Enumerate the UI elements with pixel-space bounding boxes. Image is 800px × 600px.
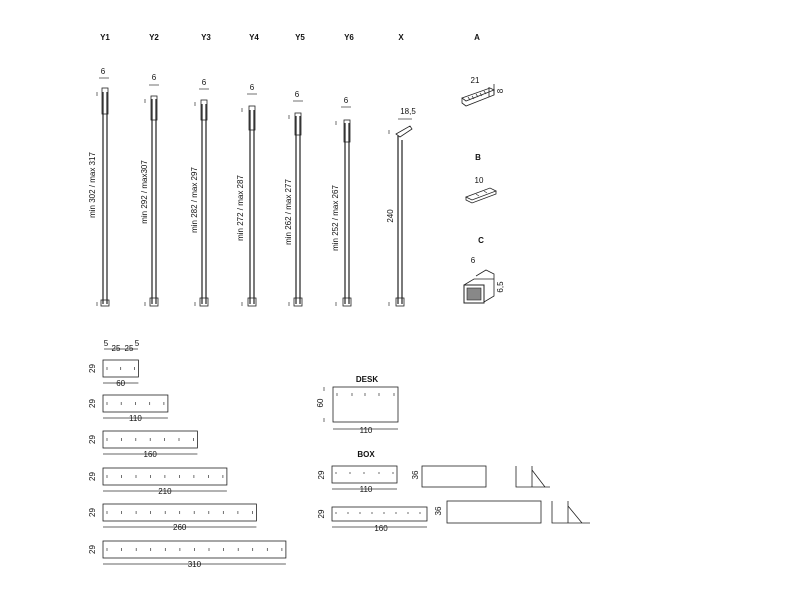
shelf-board (102, 540, 287, 559)
detail-dim: 25 (125, 344, 134, 353)
accessory-width-dim: 6 (471, 256, 476, 265)
shelf-detail-dims: 5 25 25 5 (104, 339, 140, 353)
post-y5: Y5 6 min 262 / max 277 (284, 33, 305, 307)
shelf-row: 29 210 (88, 467, 228, 496)
post-y3: Y3 6 min 282 / max 297 (190, 33, 211, 307)
accessory-label: A (474, 33, 480, 42)
shelf-row: 29 310 (88, 540, 287, 569)
post-label: Y4 (249, 33, 259, 42)
shelf-row: 29 110 (88, 394, 169, 423)
post-range: min 272 / max 287 (236, 175, 245, 241)
box-height-dim: 36 (434, 506, 443, 515)
shelf-depth-dim: 29 (88, 435, 97, 444)
accessory-label: B (475, 153, 481, 162)
box-label: BOX (357, 450, 375, 459)
post-range: min 262 / max 277 (284, 179, 293, 245)
shelf-row: 29 60 (88, 359, 139, 388)
shelf-board (102, 430, 198, 449)
shelf-length-dim: 110 (129, 414, 142, 423)
post-range: min 302 / max 317 (88, 152, 97, 218)
post-range: min 282 / max 297 (190, 167, 199, 233)
accessory-a: A 21 8 (461, 33, 505, 107)
box-depth-dim: 29 (317, 509, 326, 518)
accessory-c: C 6 6,5 (463, 236, 505, 304)
shelf-length-dim: 310 (188, 560, 202, 569)
shelf-length-dim: 260 (173, 523, 187, 532)
post-width-dim: 6 (344, 96, 349, 105)
detail-dim: 25 (112, 344, 121, 353)
post-label: X (398, 33, 404, 42)
shelf-row: 29 160 (88, 430, 198, 459)
shelf-board (102, 394, 169, 413)
post-y2: Y2 6 min 292 / max307 (140, 33, 159, 307)
post-width-dim: 18,5 (400, 107, 416, 116)
shelf-depth-dim: 29 (88, 508, 97, 517)
shelf-depth-dim: 29 (88, 545, 97, 554)
shelf-board (102, 359, 139, 378)
accessory-width-dim: 21 (471, 76, 480, 85)
box-length-dim: 110 (360, 485, 373, 494)
post-label: Y3 (201, 33, 211, 42)
post-range: min 252 / max 267 (331, 185, 340, 251)
shelf-length-dim: 60 (116, 379, 125, 388)
detail-dim: 5 (135, 339, 140, 348)
desk-label: DESK (356, 375, 378, 384)
box-row: 29 110 36 (317, 465, 550, 494)
post-range: min 292 / max307 (140, 160, 149, 224)
post-label: Y6 (344, 33, 354, 42)
post-label: Y2 (149, 33, 159, 42)
shelf-depth-dim: 29 (88, 399, 97, 408)
post-label: Y1 (100, 33, 110, 42)
shelf-length-dim: 160 (144, 450, 158, 459)
post-width-dim: 6 (152, 73, 157, 82)
post-width-dim: 6 (202, 78, 207, 87)
post-width-dim: 6 (101, 67, 106, 76)
shelf-board (102, 503, 257, 522)
post-y4: Y4 6 min 272 / max 287 (236, 33, 259, 307)
desk-depth-dim: 60 (316, 398, 325, 407)
accessory-b: B 10 (465, 153, 497, 204)
post-x: X 18,5 240 (386, 33, 416, 307)
post-width-dim: 6 (250, 83, 255, 92)
shelves: 29 60 29 110 29 160 29 210 29 260 29 310 (88, 359, 287, 569)
accessory-height-dim: 6,5 (496, 281, 505, 293)
desk-length-dim: 110 (360, 426, 373, 435)
box-row: 29 160 36 (317, 500, 590, 533)
shelf-length-dim: 210 (158, 487, 172, 496)
shelf-board (102, 467, 228, 486)
post-label: Y5 (295, 33, 305, 42)
post-width-dim: 6 (295, 90, 300, 99)
desk-top (332, 386, 399, 423)
post-range: 240 (386, 209, 395, 223)
accessory-width-dim: 10 (475, 176, 484, 185)
accessory-label: C (478, 236, 484, 245)
box: BOX 29 110 36 (317, 450, 590, 533)
shelf-row: 29 260 (88, 503, 257, 532)
post-y6: Y6 6 min 252 / max 267 (331, 33, 354, 307)
shelf-depth-dim: 29 (88, 472, 97, 481)
detail-dim: 5 (104, 339, 109, 348)
desk: DESK 60 110 (316, 375, 399, 435)
shelf-depth-dim: 29 (88, 364, 97, 373)
post-y1: Y1 6 min 302 / max 317 (88, 33, 110, 307)
box-height-dim: 36 (411, 470, 420, 479)
box-depth-dim: 29 (317, 470, 326, 479)
box-length-dim: 160 (374, 524, 388, 533)
accessory-height-dim: 8 (496, 88, 505, 93)
